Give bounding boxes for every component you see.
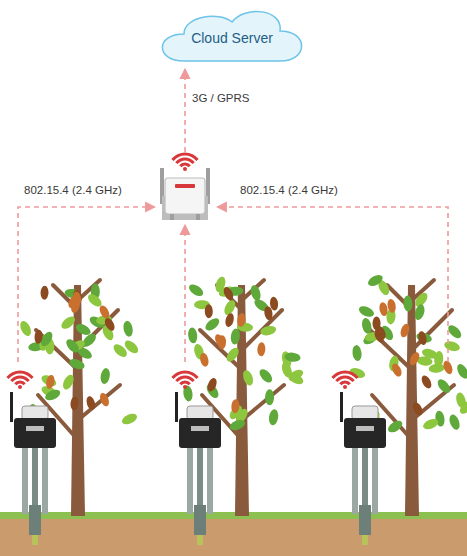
node-title: Cloud Server (191, 30, 273, 46)
grass (0, 512, 467, 519)
leaf (68, 357, 86, 371)
cocoa-pod (40, 286, 48, 300)
leaf (443, 340, 461, 353)
cocoa-pod (224, 312, 235, 328)
leaf (259, 324, 277, 336)
leaf (187, 282, 205, 298)
cocoa-pod (420, 374, 434, 390)
cocoa-pod (34, 329, 43, 344)
leaf (257, 367, 274, 385)
cocoa-pod (399, 323, 411, 339)
link-arrow (218, 207, 448, 362)
cocoa-pod (231, 399, 240, 414)
cocoa-pod (213, 333, 227, 349)
leaf (182, 385, 193, 402)
leaf (203, 316, 221, 333)
uplink-label: 3G / GPRS (192, 92, 250, 104)
leaf (187, 327, 198, 344)
leaf (224, 346, 241, 364)
gateway (160, 168, 210, 220)
leaf (18, 319, 33, 337)
cocoa-pod (390, 362, 403, 378)
link-arrow (184, 226, 186, 362)
cocoa-pod (375, 325, 388, 341)
cocoa-pod (70, 396, 79, 411)
sensor-node (175, 392, 221, 545)
wifi-symbol (171, 371, 198, 389)
radio-label: 802.15.4 (2.4 GHz) (24, 184, 122, 196)
leaf (59, 314, 77, 331)
cloud-node: Cloud Server (152, 4, 312, 64)
leaf (99, 367, 111, 384)
cocoa-pod (72, 291, 82, 306)
cocoa-pod (386, 298, 396, 313)
cocoa-pod (417, 331, 428, 346)
wifi-symbol (331, 371, 358, 389)
cocoa-pod (206, 377, 218, 393)
leaf (361, 317, 373, 335)
soil (0, 516, 467, 556)
leaf (357, 304, 375, 319)
leaf (268, 409, 279, 426)
leaf (61, 373, 76, 391)
wifi-symbol (6, 371, 33, 389)
leaf (122, 320, 134, 337)
cocoa-pod (408, 351, 421, 367)
leaf (403, 295, 413, 311)
cocoa-tree (348, 273, 467, 516)
leaf (228, 418, 246, 432)
leaf (447, 413, 461, 431)
cocoa-pod (257, 342, 266, 356)
cocoa-pod (378, 302, 388, 317)
leaf (230, 328, 241, 345)
uplink-arrow (184, 70, 186, 152)
leaf (386, 418, 404, 434)
radio-label: 802.15.4 (2.4 GHz) (240, 184, 338, 196)
leaf (366, 273, 384, 289)
cocoa-pod (236, 312, 246, 327)
leaf (413, 303, 426, 321)
sensor-node (10, 392, 56, 545)
cocoa-pod (199, 352, 210, 367)
cocoa-tree (18, 280, 140, 516)
cocoa-pod (45, 374, 56, 389)
cocoa-pod (411, 401, 425, 417)
leaf (64, 337, 81, 355)
leaf (352, 345, 363, 362)
wifi-symbol (171, 153, 198, 171)
leaf (120, 412, 138, 427)
cocoa-pod (269, 296, 278, 311)
trees (18, 273, 467, 516)
leaf (44, 388, 62, 403)
cocoa-tree (182, 275, 305, 516)
leaf (111, 342, 129, 359)
branch (78, 385, 120, 420)
cocoa-pod (205, 304, 213, 318)
leaf (280, 361, 294, 379)
leaf (241, 369, 255, 387)
radio-links (18, 70, 448, 362)
leaf (421, 347, 439, 360)
sensor-node (340, 392, 386, 545)
leaf (284, 352, 301, 363)
leaf (249, 284, 262, 302)
leaf (265, 389, 274, 405)
cocoa-pod (85, 395, 97, 411)
cocoa-pod (98, 304, 112, 320)
leaf (435, 377, 452, 395)
leaf (455, 362, 467, 380)
link-arrow (18, 207, 154, 362)
leaf (422, 417, 440, 432)
cocoa-pod (103, 316, 117, 332)
cocoa-pod (98, 392, 110, 408)
leaf (458, 398, 467, 416)
cocoa-pod (222, 286, 235, 302)
